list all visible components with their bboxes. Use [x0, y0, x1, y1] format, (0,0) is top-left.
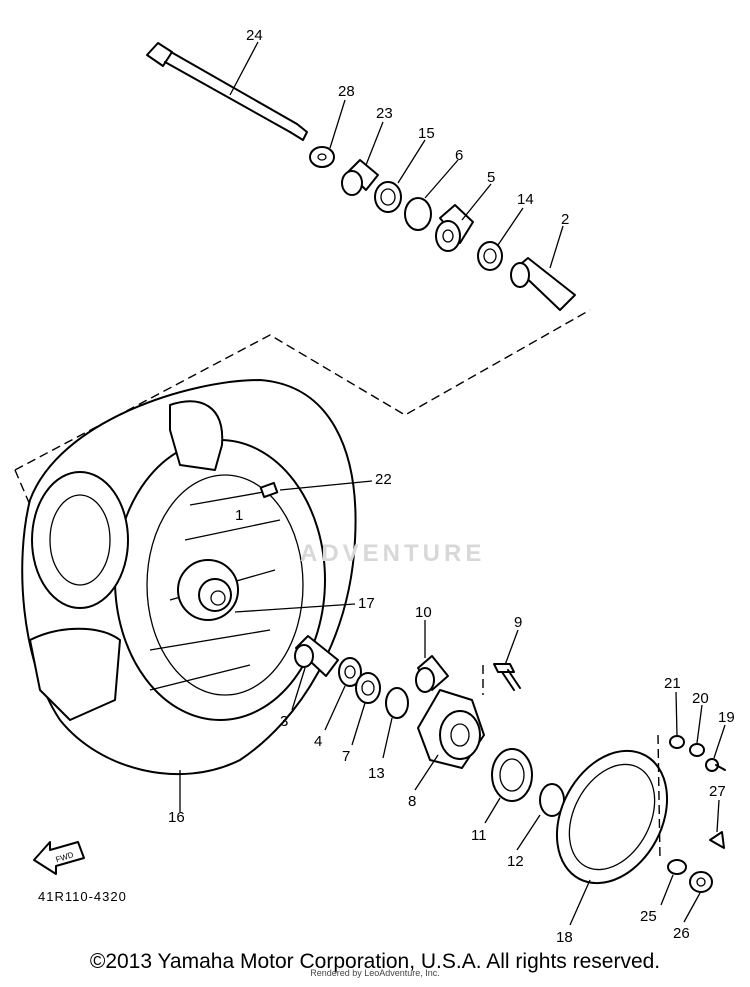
- callout-28: 28: [338, 83, 355, 100]
- collar-3: [294, 635, 339, 677]
- washer-20: [689, 743, 705, 757]
- callout-18: 18: [556, 929, 573, 946]
- oil-seal-7: [355, 672, 381, 704]
- oil-seal-15: [374, 181, 402, 213]
- spacer-2: [510, 257, 576, 311]
- copyright-footer: ©2013 Yamaha Motor Corporation, U.S.A. A…: [89, 950, 661, 973]
- assembly-dashed-outline: [14, 309, 591, 471]
- oil-seal-14: [477, 241, 503, 271]
- cotter-pin-27: [709, 831, 725, 849]
- callout-11: 11: [471, 827, 487, 844]
- callout-21: 21: [664, 675, 681, 692]
- callout-6: 6: [455, 147, 463, 164]
- callout-13: 13: [368, 765, 385, 782]
- callout-23: 23: [376, 105, 393, 122]
- callout-14: 14: [517, 191, 534, 208]
- callout-4: 4: [314, 733, 322, 750]
- axle: [146, 42, 308, 141]
- callout-16: 16: [168, 809, 185, 826]
- credit-line: Rendered by LeoAdventure, Inc.: [310, 968, 440, 978]
- assembly-dashed-outline-lower: [14, 469, 31, 506]
- callout-7: 7: [342, 748, 350, 765]
- o-ring-13: [385, 687, 409, 719]
- callout-27: 27: [709, 783, 726, 800]
- callout-25: 25: [640, 908, 657, 925]
- bearing-11: [491, 748, 533, 802]
- callout-10: 10: [415, 604, 432, 621]
- callout-3: 3: [280, 713, 288, 730]
- bolt-19: [705, 758, 726, 772]
- hub-flange-8: [417, 689, 485, 769]
- circlip-6: [404, 197, 432, 231]
- callout-20: 20: [692, 690, 709, 707]
- bearing-5: [435, 204, 474, 252]
- callout-15: 15: [418, 125, 435, 142]
- callout-17: 17: [358, 595, 375, 612]
- callout-labels: 24 28 23 15 6 5 14 2 22 1 17 10 9 3 4 7 …: [168, 27, 735, 946]
- collar-10: [415, 655, 449, 693]
- wheel-assembly: [21, 379, 357, 776]
- callout-5: 5: [487, 169, 495, 186]
- washer-25: [667, 859, 687, 875]
- callout-2: 2: [561, 211, 569, 228]
- nut-26: [689, 871, 713, 893]
- callout-19: 19: [718, 709, 735, 726]
- callout-12: 12: [507, 853, 524, 870]
- callout-9: 9: [514, 614, 522, 631]
- washer-28: [309, 146, 335, 168]
- callout-8: 8: [408, 793, 416, 810]
- fwd-arrow-icon: FWD: [33, 841, 85, 875]
- callout-1: 1: [235, 507, 243, 524]
- collar-23: [341, 159, 379, 196]
- callout-26: 26: [673, 925, 690, 942]
- bearing-4: [338, 657, 362, 687]
- callout-leaders: [179, 41, 726, 926]
- callout-22: 22: [375, 471, 392, 488]
- watermark-text: ADVENTURE: [300, 540, 486, 567]
- cover-18: [555, 734, 669, 885]
- part-code: 41R110-4320: [38, 889, 127, 904]
- bolt-9: [482, 663, 521, 695]
- nut-21: [669, 735, 685, 749]
- callout-24: 24: [246, 27, 263, 44]
